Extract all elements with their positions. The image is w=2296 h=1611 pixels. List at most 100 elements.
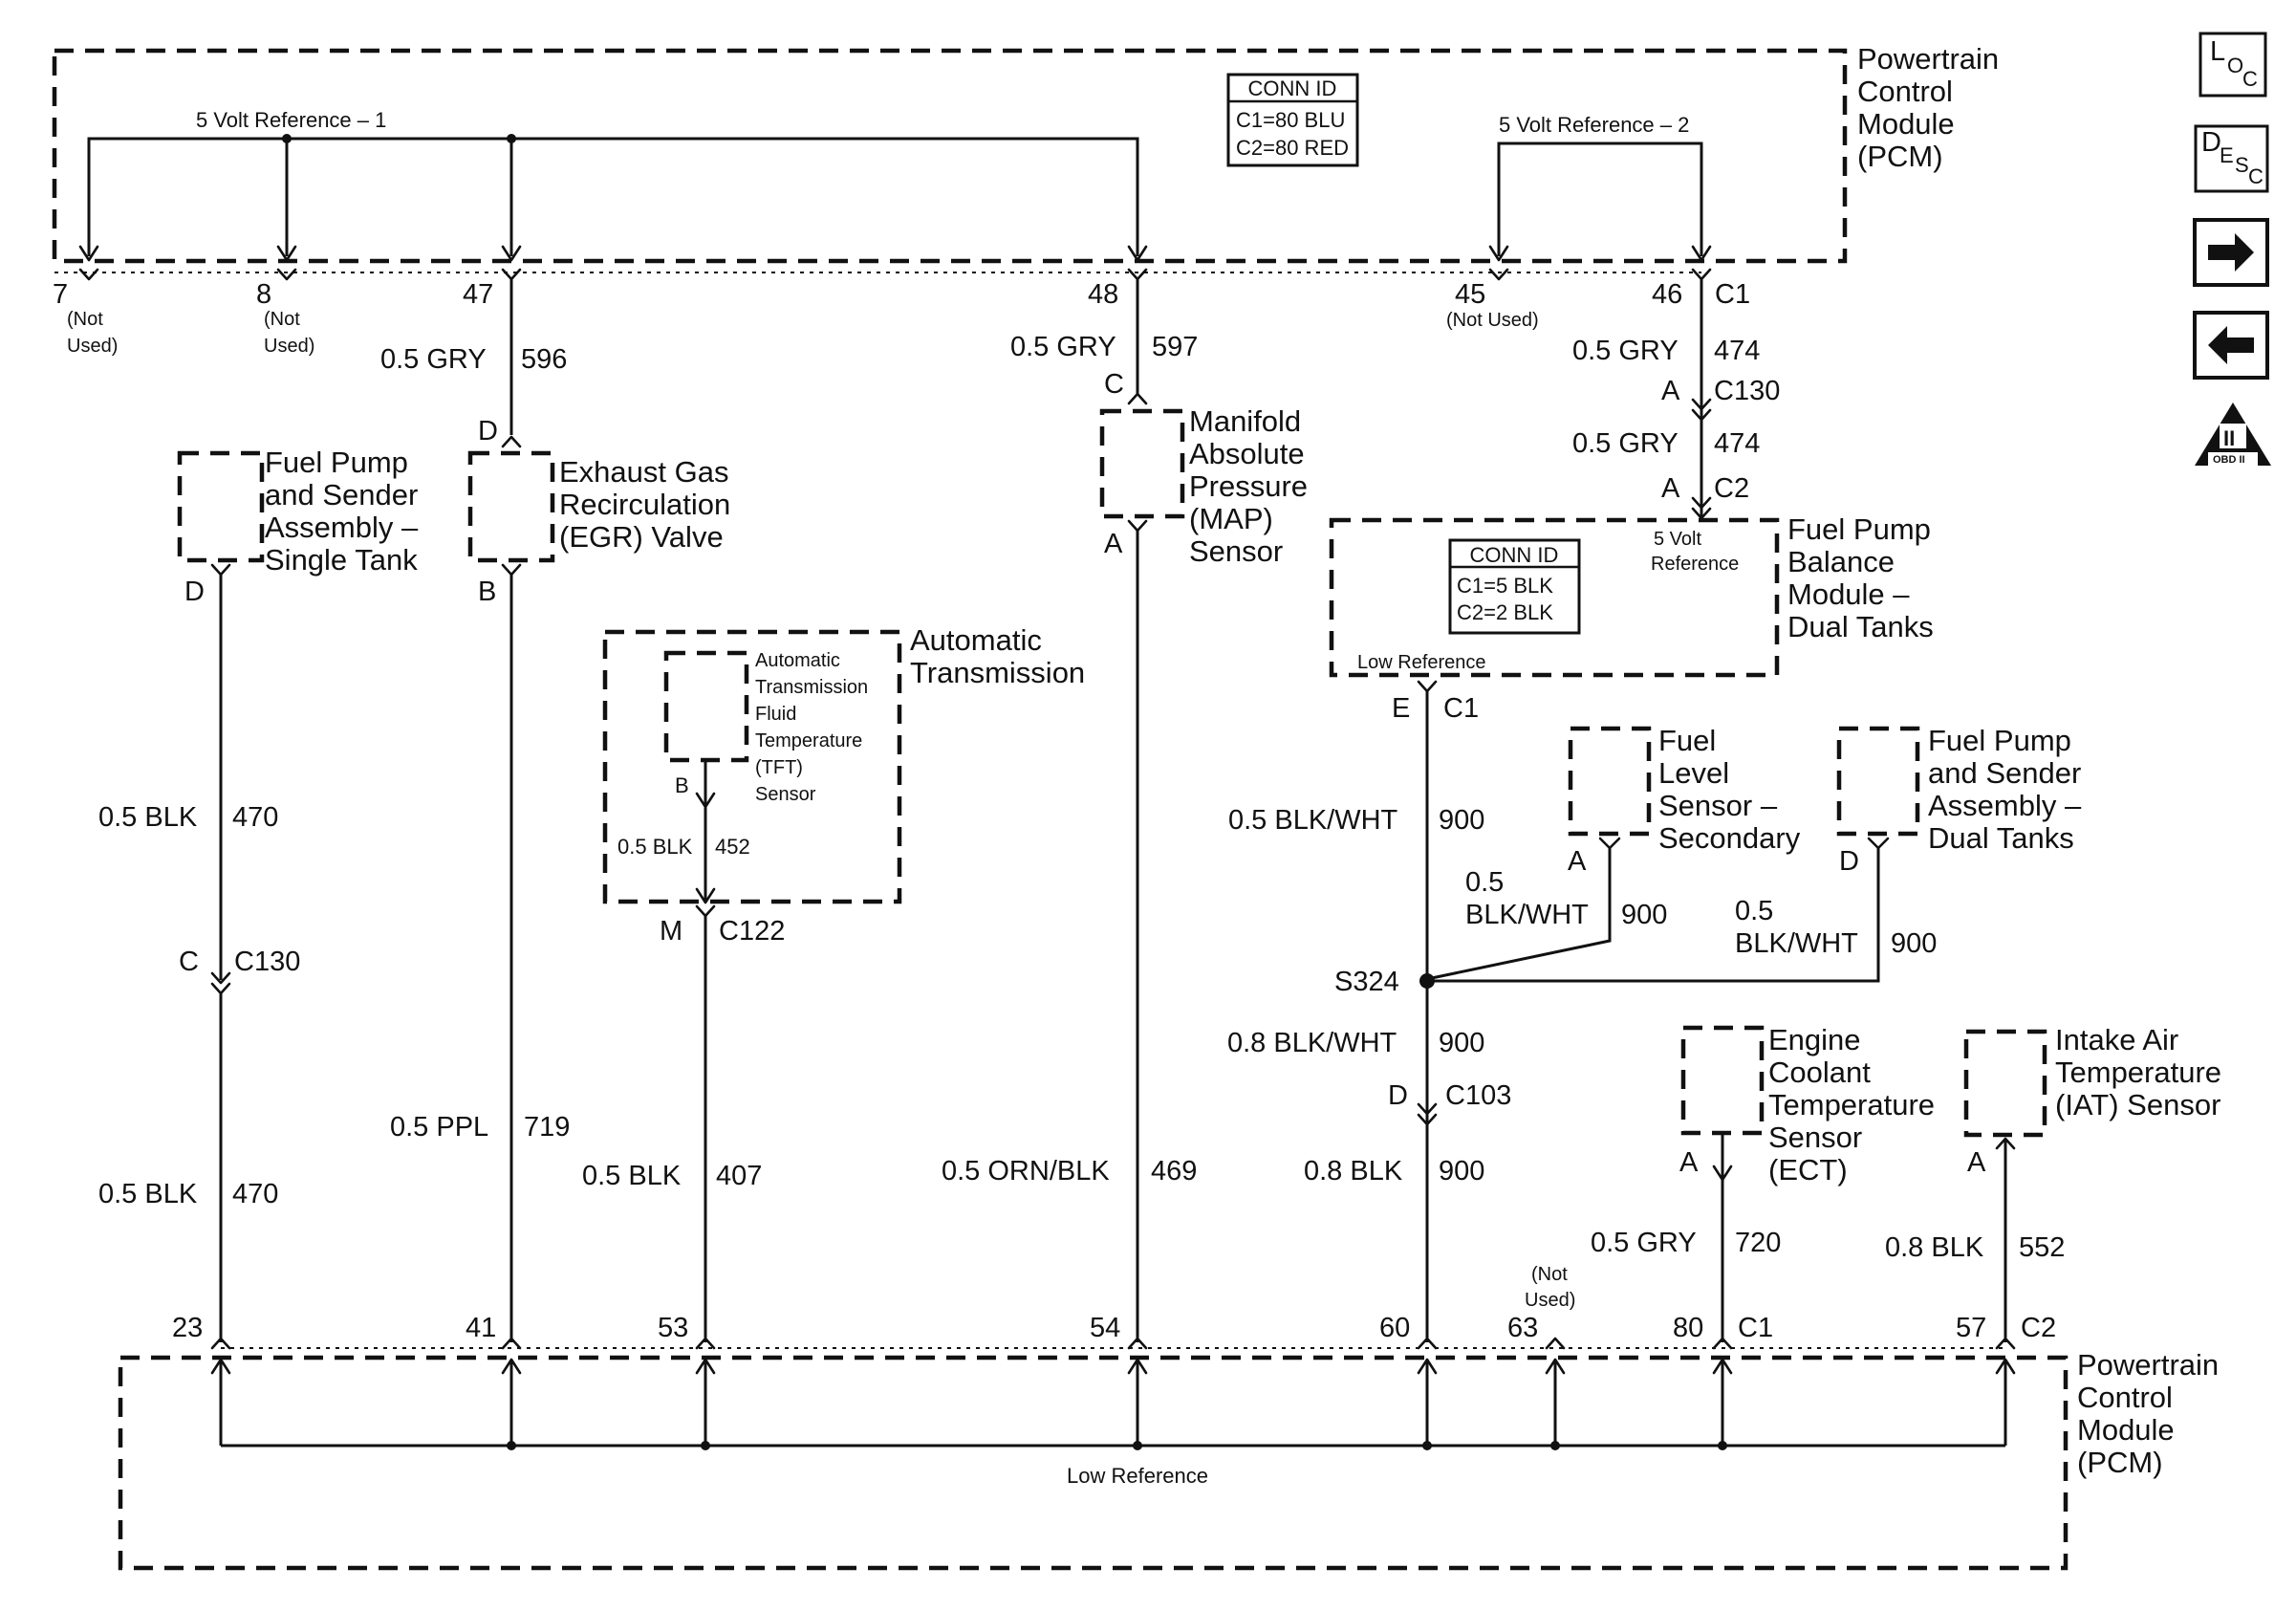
- desc-button[interactable]: D E S C: [2194, 124, 2269, 193]
- ect-pin: A: [1679, 1147, 1699, 1178]
- pcm-bottom-low-ref-label: Low Reference: [1067, 1464, 1208, 1488]
- wire-900-c-gauge-1: 0.5: [1735, 896, 1773, 926]
- wire-900-c: [1427, 848, 1880, 983]
- pin63-label: 63: [1507, 1313, 1538, 1343]
- wire-900-e-circuit: 900: [1439, 1156, 1484, 1186]
- egr-pin-bottom: B: [478, 577, 496, 607]
- pin48-arrow: [1127, 245, 1148, 262]
- pcm-bottom-name-1: Powertrain: [2077, 1348, 2219, 1382]
- wire-900-c-gauge-2: BLK/WHT: [1735, 928, 1858, 959]
- wire-474-b-gauge: 0.5 GRY: [1572, 428, 1679, 459]
- tft-label-1: Automatic: [755, 650, 840, 671]
- c2-top-pin: A: [1661, 473, 1680, 504]
- iat-circuit: Intake Air Temperature (IAT) Sensor A 0.…: [1885, 1023, 2221, 1342]
- pcm-top-c1-label: C1: [1715, 279, 1750, 310]
- wire-719-circuit: 719: [524, 1112, 570, 1143]
- iat-label-3: (IAT) Sensor: [2055, 1088, 2220, 1121]
- c103-chevron-2: [1417, 1113, 1438, 1126]
- c130-top-chevron-2: [1691, 408, 1712, 422]
- obd-ii-button[interactable]: II OBD II: [2195, 403, 2271, 466]
- map-pin-top: C: [1104, 369, 1124, 400]
- tft-pin-arrow: [695, 792, 716, 809]
- pin47-chevron: [501, 268, 522, 281]
- fuel-level-pin: A: [1568, 846, 1587, 877]
- balance-conn-id-title: CONN ID: [1470, 543, 1559, 567]
- fuel-pump-dual-label-3: Assembly –: [1928, 789, 2082, 822]
- egr-bottom-chevron: [501, 563, 522, 577]
- c1-balance-pin: E: [1392, 693, 1410, 724]
- c130-left-chevron-1: [210, 971, 231, 985]
- pin8-chevron: [276, 268, 297, 281]
- ect-label-1: Engine: [1768, 1023, 1861, 1056]
- ref1-junction-2: [507, 134, 516, 143]
- wire-720-circuit: 720: [1735, 1228, 1781, 1258]
- pcm-top: Powertrain Control Module (PCM) CONN ID …: [52, 42, 1999, 357]
- wire-470-b-gauge: 0.5 BLK: [98, 1179, 198, 1209]
- iat-label-1: Intake Air: [2055, 1023, 2178, 1056]
- next-page-button[interactable]: [2193, 218, 2269, 287]
- low-ref-junction-80: [1718, 1441, 1727, 1450]
- wire-900-b-gauge-1: 0.5: [1465, 867, 1504, 898]
- c130-top-pin: A: [1661, 376, 1680, 406]
- egr-circuit: 0.5 GRY 596 D Exhaust Gas Recirculation …: [380, 279, 730, 1342]
- low-ref-junction-41: [507, 1441, 516, 1450]
- tft-label-2: Transmission: [755, 677, 868, 698]
- wire-474-b-circuit: 474: [1714, 428, 1760, 459]
- pcm-top-name-4: (PCM): [1857, 140, 1943, 173]
- pin47-arrow: [501, 245, 522, 262]
- ref2-bus: [1497, 142, 1703, 256]
- wire-900-e-gauge: 0.8 BLK: [1304, 1156, 1403, 1186]
- pin57-label: 57: [1956, 1313, 1986, 1343]
- prev-page-button[interactable]: [2193, 311, 2269, 380]
- fuel-level-label-3: Sensor –: [1658, 789, 1778, 822]
- fuel-pump-single-label-1: Fuel Pump: [265, 446, 408, 479]
- wire-900-c-circuit: 900: [1891, 928, 1937, 959]
- low-ref-junction-53: [701, 1441, 710, 1450]
- pcm-top-box: [52, 48, 1848, 264]
- pcm-bottom-name-3: Module: [2077, 1413, 2175, 1447]
- pin41-arrow: [501, 1358, 522, 1375]
- trans-label-1: Automatic: [910, 623, 1042, 657]
- pin60-label: 60: [1379, 1313, 1410, 1343]
- balance-label-2: Balance: [1787, 545, 1895, 578]
- trans-label-2: Transmission: [910, 656, 1085, 689]
- low-ref-junction-63: [1550, 1441, 1560, 1450]
- wire-900-a-circuit: 900: [1439, 805, 1484, 836]
- balance-conn-id-line-1: C1=5 BLK: [1457, 574, 1553, 598]
- wire-596-gauge: 0.5 GRY: [380, 344, 487, 375]
- ref1-junction-1: [282, 134, 292, 143]
- pin80-chevron: [1712, 1337, 1733, 1350]
- balance-label-4: Dual Tanks: [1787, 610, 1934, 643]
- c130-left-pin: C: [179, 947, 199, 977]
- iat-pin: A: [1967, 1147, 1986, 1178]
- ect-label-3: Temperature: [1768, 1088, 1935, 1121]
- trans-circuit: Automatic Transmission Automatic Transmi…: [582, 623, 1085, 1342]
- pcm-bottom-c1-label: C1: [1738, 1313, 1773, 1343]
- c130-top-chevron-1: [1691, 398, 1712, 411]
- pcm-bottom-c2-label: C2: [2021, 1313, 2056, 1343]
- ref2-label: 5 Volt Reference – 2: [1499, 113, 1689, 137]
- pin45-label: 45: [1455, 279, 1485, 310]
- pin8-not-used-2: Used): [264, 336, 314, 357]
- pin23-arrow: [210, 1358, 231, 1375]
- pin60-arrow: [1417, 1358, 1438, 1375]
- map-label-3: Pressure: [1189, 469, 1308, 503]
- balance-label-1: Fuel Pump: [1787, 512, 1931, 546]
- balance-ref-label-1: 5 Volt: [1654, 529, 1701, 550]
- pin80-arrow: [1712, 1358, 1733, 1375]
- loc-button[interactable]: L O C: [2199, 32, 2267, 98]
- trans-down-arrow: [695, 887, 716, 904]
- pin48-chevron: [1127, 268, 1148, 281]
- pin7-label: 7: [53, 279, 68, 310]
- pin54-chevron: [1127, 1337, 1148, 1350]
- balance-ref-circuit: 0.5 GRY 474 A C130 0.5 GRY 474 A C2: [1572, 279, 1780, 520]
- fuel-pump-single-label-3: Assembly –: [265, 511, 419, 544]
- map-top-chevron: [1127, 392, 1148, 405]
- pin60-chevron: [1417, 1337, 1438, 1350]
- balance-c1-chevron: [1417, 680, 1438, 693]
- egr-label-3: (EGR) Valve: [559, 520, 724, 554]
- pin48-label: 48: [1088, 279, 1118, 310]
- map-label-4: (MAP): [1189, 502, 1273, 535]
- nav-icons: L O C D E S C II OBD II: [2193, 32, 2271, 466]
